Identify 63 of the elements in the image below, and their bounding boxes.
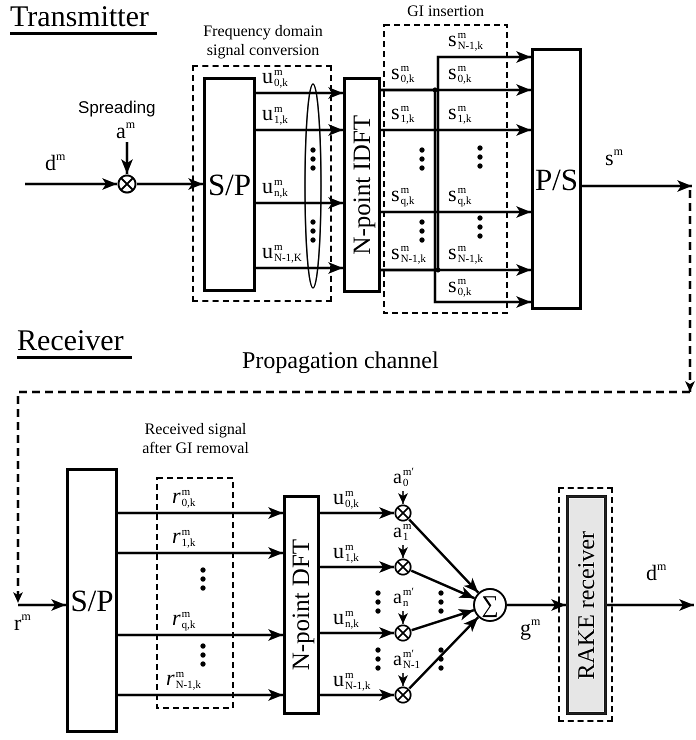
edge-label: a$^{m}$ (116, 118, 136, 142)
arrow (18, 599, 66, 611)
idft-block (343, 77, 381, 293)
arrow (410, 569, 475, 600)
dashed-box (558, 487, 613, 722)
arrow (507, 599, 566, 611)
arrow (118, 689, 283, 701)
multiplier-symbol (394, 558, 412, 576)
dft-block (283, 495, 320, 715)
block-label: N-point IDFT (350, 115, 374, 255)
arrow (411, 609, 474, 632)
serial-parallel-block (203, 77, 256, 292)
arrow (256, 262, 343, 274)
arrow (118, 547, 283, 559)
parallel-serial-block (531, 48, 582, 310)
arrow (25, 178, 117, 190)
edge-label: d$^{m}$ (646, 560, 666, 584)
arrow (137, 178, 203, 190)
arrow (398, 673, 408, 686)
arrow (118, 629, 283, 641)
arrow (121, 142, 133, 174)
arrow (398, 611, 408, 624)
edge-label: g$^{m}$ (520, 615, 540, 639)
arrow (256, 197, 343, 209)
group-heading: Frequency domain signal conversion (202, 22, 324, 60)
arrow (398, 545, 408, 558)
group-heading: GI insertion (406, 2, 485, 22)
rake-receiver-block (566, 495, 607, 715)
arrow (256, 87, 343, 99)
block-label: P/S (534, 164, 578, 194)
arrow (320, 689, 394, 701)
block-label: S/P (208, 169, 252, 200)
group-heading: Received signal after GI removal (141, 420, 250, 458)
arrow (607, 599, 694, 611)
arrow (408, 518, 480, 594)
arrow (320, 627, 394, 639)
multiplier-symbol (394, 624, 412, 642)
block-label: ∑ (481, 593, 499, 617)
block-label: S/P (70, 585, 114, 616)
edge-label: r$^{m}$ (14, 610, 31, 634)
arrow (381, 88, 531, 308)
arrow (408, 616, 480, 690)
multiplier-symbol (394, 504, 412, 522)
arrow (381, 124, 531, 136)
arrow (320, 507, 394, 519)
arrow (320, 561, 394, 573)
multiplier-symbol (394, 686, 412, 704)
section-title: Transmitter (10, 2, 157, 35)
edge-label: s$^{m}$ (605, 145, 623, 169)
arrow (381, 206, 531, 218)
block-label: N-point DFT (289, 539, 314, 671)
section-title: Receiver (17, 326, 132, 359)
arrow (582, 180, 692, 192)
edge-label: d$^{m}$ (45, 150, 66, 174)
arrow (398, 491, 408, 504)
arrow (118, 507, 283, 519)
serial-parallel-block (66, 468, 118, 733)
arrow (381, 264, 531, 276)
block-label: RAKE receiver (574, 530, 598, 680)
arrow (256, 124, 343, 136)
summation-circle (473, 588, 507, 622)
annotation-text: Spreading (78, 98, 156, 118)
channel-label: Propagation channel (242, 348, 439, 375)
